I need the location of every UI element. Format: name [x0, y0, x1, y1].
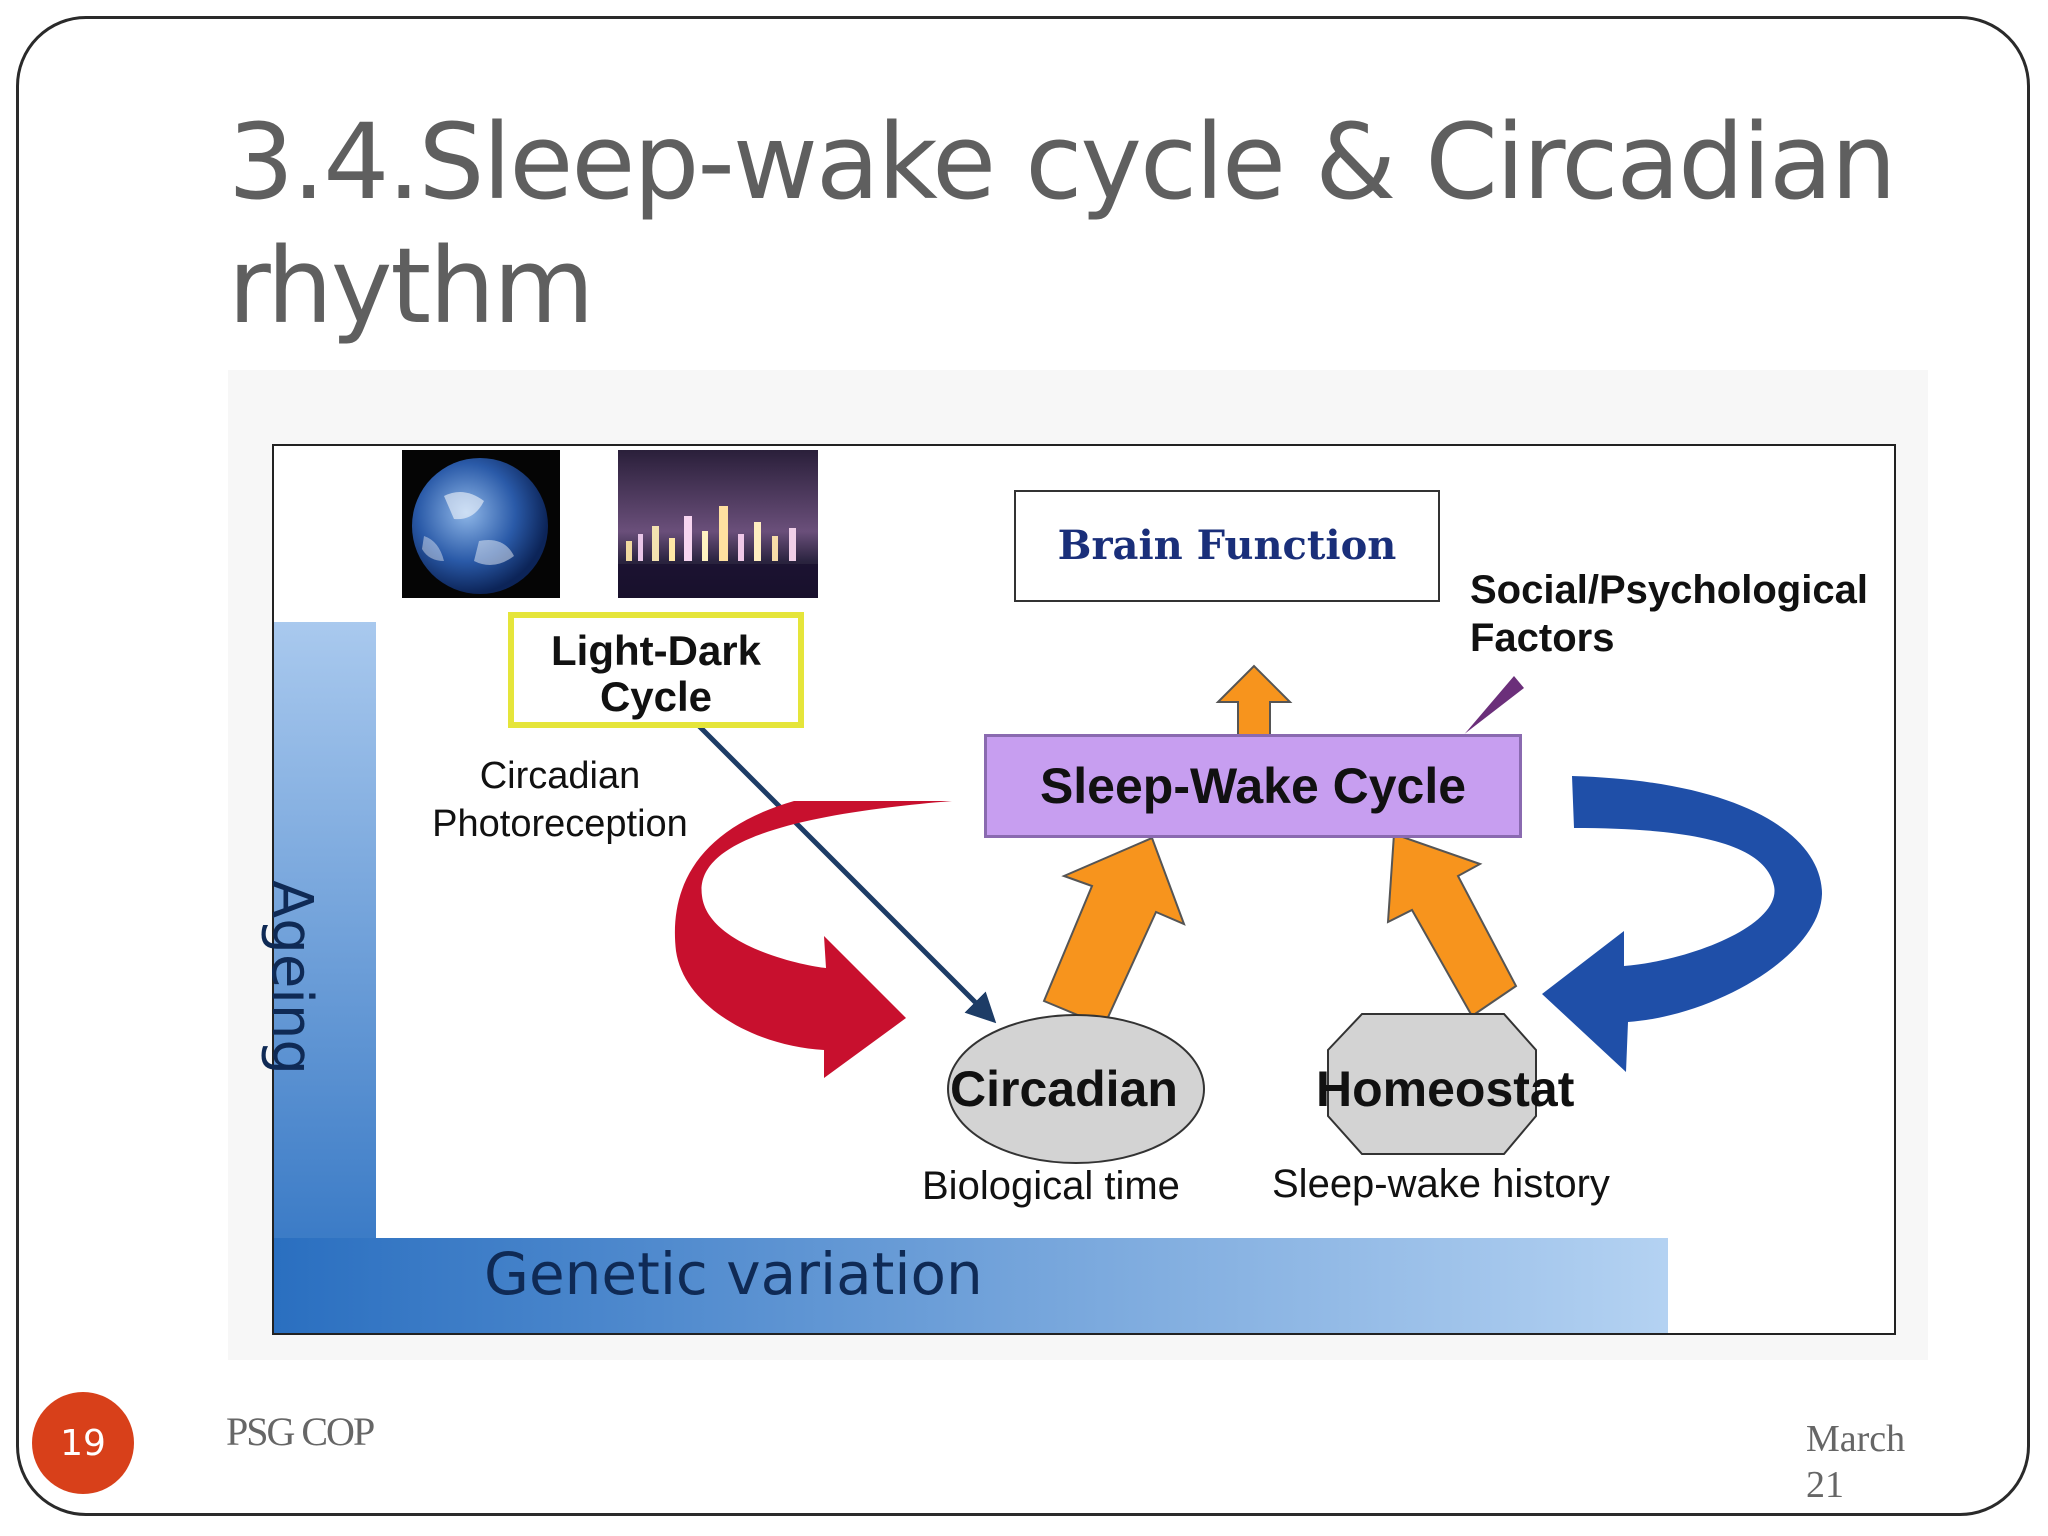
- footer-date-year: 21: [1806, 1464, 1844, 1506]
- homeostat-to-sleepwake-arrow: [1386, 832, 1518, 1018]
- photoreception-line1: Circadian: [479, 755, 641, 797]
- genetic-variation-bar: [274, 1238, 1668, 1333]
- homeostat-label: Homeostat: [1316, 1061, 1575, 1117]
- slide-title: 3.4.Sleep-wake cycle & Circadian rhythm: [228, 101, 1897, 347]
- photoreception-label: Circadian Photoreception: [418, 752, 702, 848]
- ageing-label: Ageing: [259, 880, 324, 1075]
- light-dark-line1: Light-Dark: [551, 627, 761, 674]
- earth-photo: [402, 450, 560, 598]
- blue-curved-arrow: [1542, 776, 1822, 1072]
- genetic-variation-label: Genetic variation: [484, 1240, 983, 1308]
- social-line2: Factors: [1470, 616, 1615, 660]
- photoreception-arrow: [697, 724, 997, 1024]
- sleep-wake-cycle-box: Sleep-Wake Cycle: [984, 734, 1522, 838]
- light-dark-cycle-box: Light-Dark Cycle: [508, 612, 804, 728]
- city-night-skyline-photo: [618, 450, 818, 598]
- circadian-label: Circadian: [950, 1061, 1178, 1117]
- homeostat-sublabel: Sleep-wake history: [1272, 1162, 1610, 1206]
- ageing-bar: [274, 622, 376, 1333]
- circadian-node: [947, 1014, 1205, 1164]
- social-line1: Social/Psychological: [1470, 568, 1868, 612]
- circadian-to-sleepwake-arrow: [1042, 836, 1186, 1028]
- circadian-sublabel: Biological time: [922, 1164, 1180, 1208]
- light-dark-line2: Cycle: [599, 673, 713, 720]
- page-number-badge: 19: [32, 1392, 134, 1494]
- homeostat-node: [1327, 1013, 1537, 1155]
- brain-function-box: Brain Function: [1014, 490, 1440, 602]
- photoreception-line2: Photoreception: [432, 803, 688, 845]
- brain-function-arrow: [1215, 664, 1293, 759]
- social-psychological-label: Social/Psychological Factors: [1470, 566, 1868, 662]
- footer-left-text: PSG COP: [226, 1409, 375, 1454]
- red-curved-arrow: [674, 801, 952, 1078]
- footer-date-month: March: [1806, 1418, 1906, 1460]
- footer-date: March 21: [1806, 1416, 1966, 1508]
